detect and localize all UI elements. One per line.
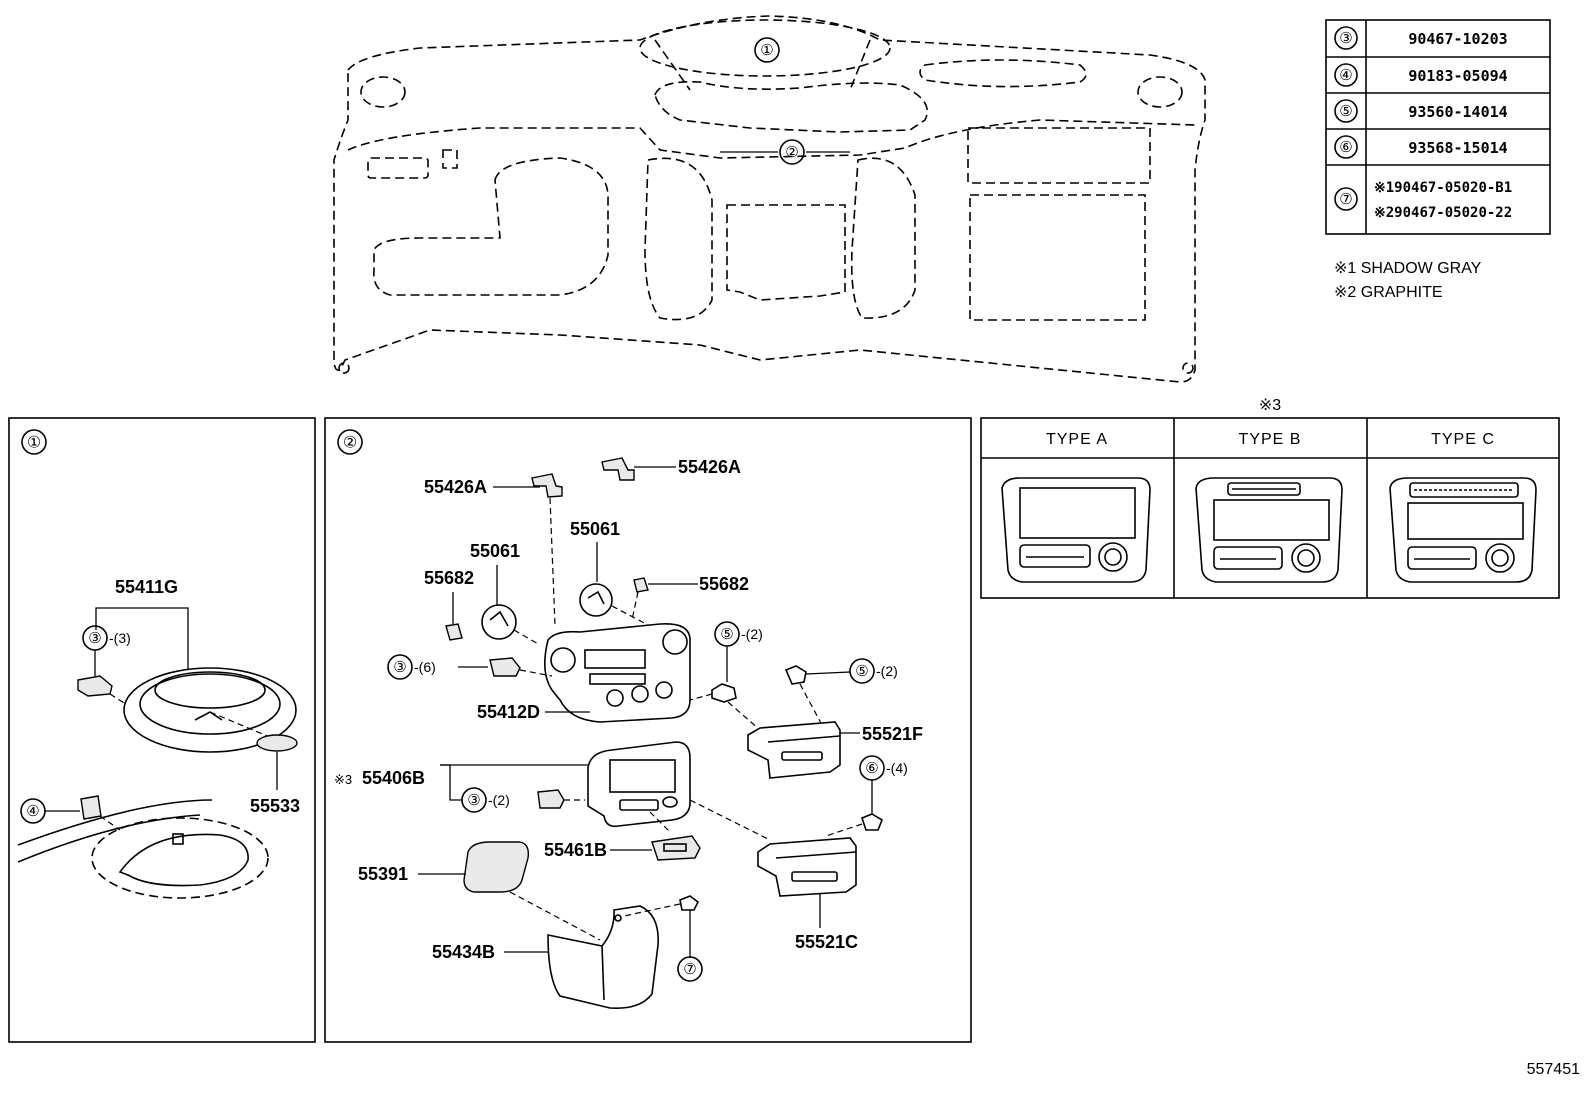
label-55426A-right: 55426A — [678, 457, 741, 477]
label-55434B: 55434B — [432, 942, 495, 962]
table-row-num: ③ — [1339, 29, 1352, 47]
table-row-part-alt: ※290467-05020-22 — [1374, 205, 1512, 221]
type-b-label: TYPE B — [1239, 431, 1302, 448]
detail-panel-1: ① 55411G ③ -(3) 55533 ④ — [8, 417, 316, 1043]
panel-1-title: ① — [27, 433, 41, 452]
qty-3: -(3) — [109, 630, 131, 646]
label-55533: 55533 — [250, 796, 300, 816]
callout-6: ⑥ — [865, 759, 878, 777]
detail-panel-2: ② 55426A 55426A 55061 55682 55061 55682 — [324, 417, 972, 1043]
label-55412D: 55412D — [477, 702, 540, 722]
qty-3-6: -(6) — [414, 659, 436, 675]
label-55061-right: 55061 — [570, 519, 620, 539]
type-c-bezel-image — [1389, 477, 1537, 583]
part-55412D-image — [544, 623, 691, 723]
callout-3-qty6: ③ — [393, 658, 406, 676]
type-a-bezel-image — [1001, 477, 1151, 583]
part-55461B-image — [651, 835, 701, 861]
qty-3-2: -(2) — [488, 792, 510, 808]
table-row-num: ④ — [1339, 66, 1352, 84]
table-row-part: 93568-15014 — [1408, 139, 1507, 157]
label-55061-left: 55061 — [470, 541, 520, 561]
color-note-1: ※1 SHADOW GRAY — [1334, 260, 1482, 277]
type-table: ※3 TYPE A TYPE B TYPE C — [980, 397, 1560, 599]
diagram-id: 557451 — [1527, 1061, 1580, 1078]
label-55406B: 55406B — [362, 768, 425, 788]
label-55461B: 55461B — [544, 840, 607, 860]
table-row-part: ※190467-05020-B1 — [1374, 180, 1512, 196]
type-table-note: ※3 — [1259, 397, 1281, 414]
overview-callout-2: ② — [785, 143, 798, 161]
label-55411G: 55411G — [115, 577, 178, 597]
callout-3: ③ — [88, 629, 101, 647]
note-3-55406B: ※3 — [334, 772, 352, 787]
part-55521F-image — [747, 721, 841, 779]
label-55521F: 55521F — [862, 724, 923, 744]
callout-3-qty2: ③ — [467, 791, 480, 809]
part-55434B-image — [547, 905, 659, 1010]
label-55426A-left: 55426A — [424, 477, 487, 497]
part-55406B-image — [587, 741, 691, 828]
table-row-part: 93560-14014 — [1408, 103, 1507, 121]
label-55682-left: 55682 — [424, 568, 474, 588]
color-note-2: ※2 GRAPHITE — [1334, 284, 1443, 301]
table-row-num: ⑥ — [1339, 138, 1352, 156]
callout-7: ⑦ — [683, 960, 696, 978]
label-55391: 55391 — [358, 864, 408, 884]
callout-5-upper: ⑤ — [720, 625, 733, 643]
qty-6: -(4) — [886, 760, 908, 776]
dashboard-overview: ① ② — [333, 15, 1206, 383]
qty-5-right: -(2) — [876, 663, 898, 679]
callout-4: ④ — [26, 802, 39, 820]
overview-callout-1: ① — [760, 41, 773, 59]
part-55521C-image — [757, 837, 857, 897]
type-c-label: TYPE C — [1431, 431, 1495, 448]
type-b-bezel-image — [1195, 477, 1343, 583]
type-a-label: TYPE A — [1046, 431, 1108, 448]
panel-2-title: ② — [343, 433, 357, 452]
table-row-num: ⑤ — [1339, 102, 1352, 120]
fastener-table: ③ 90467-10203 ④ 90183-05094 ⑤ 93560-1401… — [1325, 19, 1551, 235]
label-55521C: 55521C — [795, 932, 858, 952]
qty-5-upper: -(2) — [741, 626, 763, 642]
label-55682-right: 55682 — [699, 574, 749, 594]
table-row-num: ⑦ — [1339, 190, 1352, 208]
table-row-part: 90467-10203 — [1408, 30, 1507, 48]
callout-5-right: ⑤ — [855, 662, 868, 680]
table-row-part: 90183-05094 — [1408, 67, 1507, 85]
